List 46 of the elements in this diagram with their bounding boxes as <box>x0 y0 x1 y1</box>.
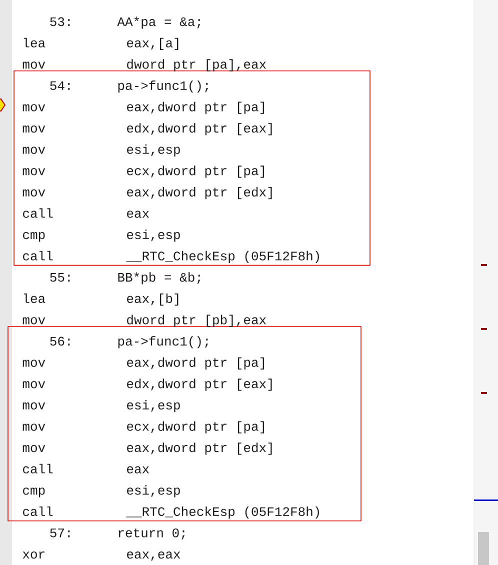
operand: eax <box>127 210 149 218</box>
mnemonic: call <box>23 464 53 474</box>
mnemonic: mov <box>22 402 46 410</box>
line-number: 56: <box>50 336 70 346</box>
operand: esi,esp <box>127 144 180 156</box>
mnemonic: mov <box>22 189 46 197</box>
operand: eax <box>127 466 149 474</box>
operand: dword ptr [pb],eax <box>127 314 266 327</box>
line-number: 53: <box>50 17 70 26</box>
mnemonic: call <box>23 208 53 218</box>
operand: edx,dword ptr [eax] <box>127 123 272 136</box>
mnemonic: mov <box>22 104 46 112</box>
operand: eax,dword ptr [pa] <box>127 102 264 114</box>
operand: esi,esp <box>127 400 180 412</box>
mnemonic: cmp <box>23 488 45 498</box>
operand: ecx,dword ptr [pa] <box>127 166 264 178</box>
operand: ecx,dword ptr [pa] <box>127 421 264 434</box>
mnemonic: mov <box>22 126 46 133</box>
mnemonic: lea <box>24 293 46 304</box>
mnemonic: mov <box>22 381 46 388</box>
mnemonic: call <box>23 250 53 260</box>
operand: eax,eax <box>127 552 180 561</box>
mnemonic: xor <box>22 552 44 559</box>
mnemonic: mov <box>22 424 46 431</box>
operand: __RTC_CheckEsp (05F12F8h) <box>126 250 319 263</box>
source-line: pa->func1(); <box>118 336 208 348</box>
mnemonic: cmp <box>23 232 45 242</box>
operand: esi,esp <box>127 485 180 498</box>
operand: eax,[a] <box>127 38 178 50</box>
mnemonic: call <box>23 506 53 516</box>
mnemonic: lea <box>24 38 46 48</box>
mnemonic: mov <box>22 168 46 176</box>
operand: edx,dword ptr [eax] <box>127 378 272 391</box>
line-number: 54: <box>50 81 70 90</box>
source-line: AA*pa = &a; <box>117 16 200 29</box>
operand: eax,dword ptr [edx] <box>127 442 272 455</box>
source-line: pa->func1(); <box>118 80 208 93</box>
operand: esi,esp <box>127 230 180 242</box>
operand: dword ptr [pa],eax <box>127 59 266 72</box>
operand: eax,dword ptr [pa] <box>127 357 264 370</box>
mnemonic: mov <box>22 146 46 154</box>
operand: eax,dword ptr [edx] <box>127 186 272 200</box>
mnemonic: mov <box>22 360 46 367</box>
operand: eax,[b] <box>127 293 178 306</box>
mnemonic: mov <box>22 445 46 452</box>
operand: __RTC_CheckEsp (05F12F8h) <box>126 506 319 519</box>
